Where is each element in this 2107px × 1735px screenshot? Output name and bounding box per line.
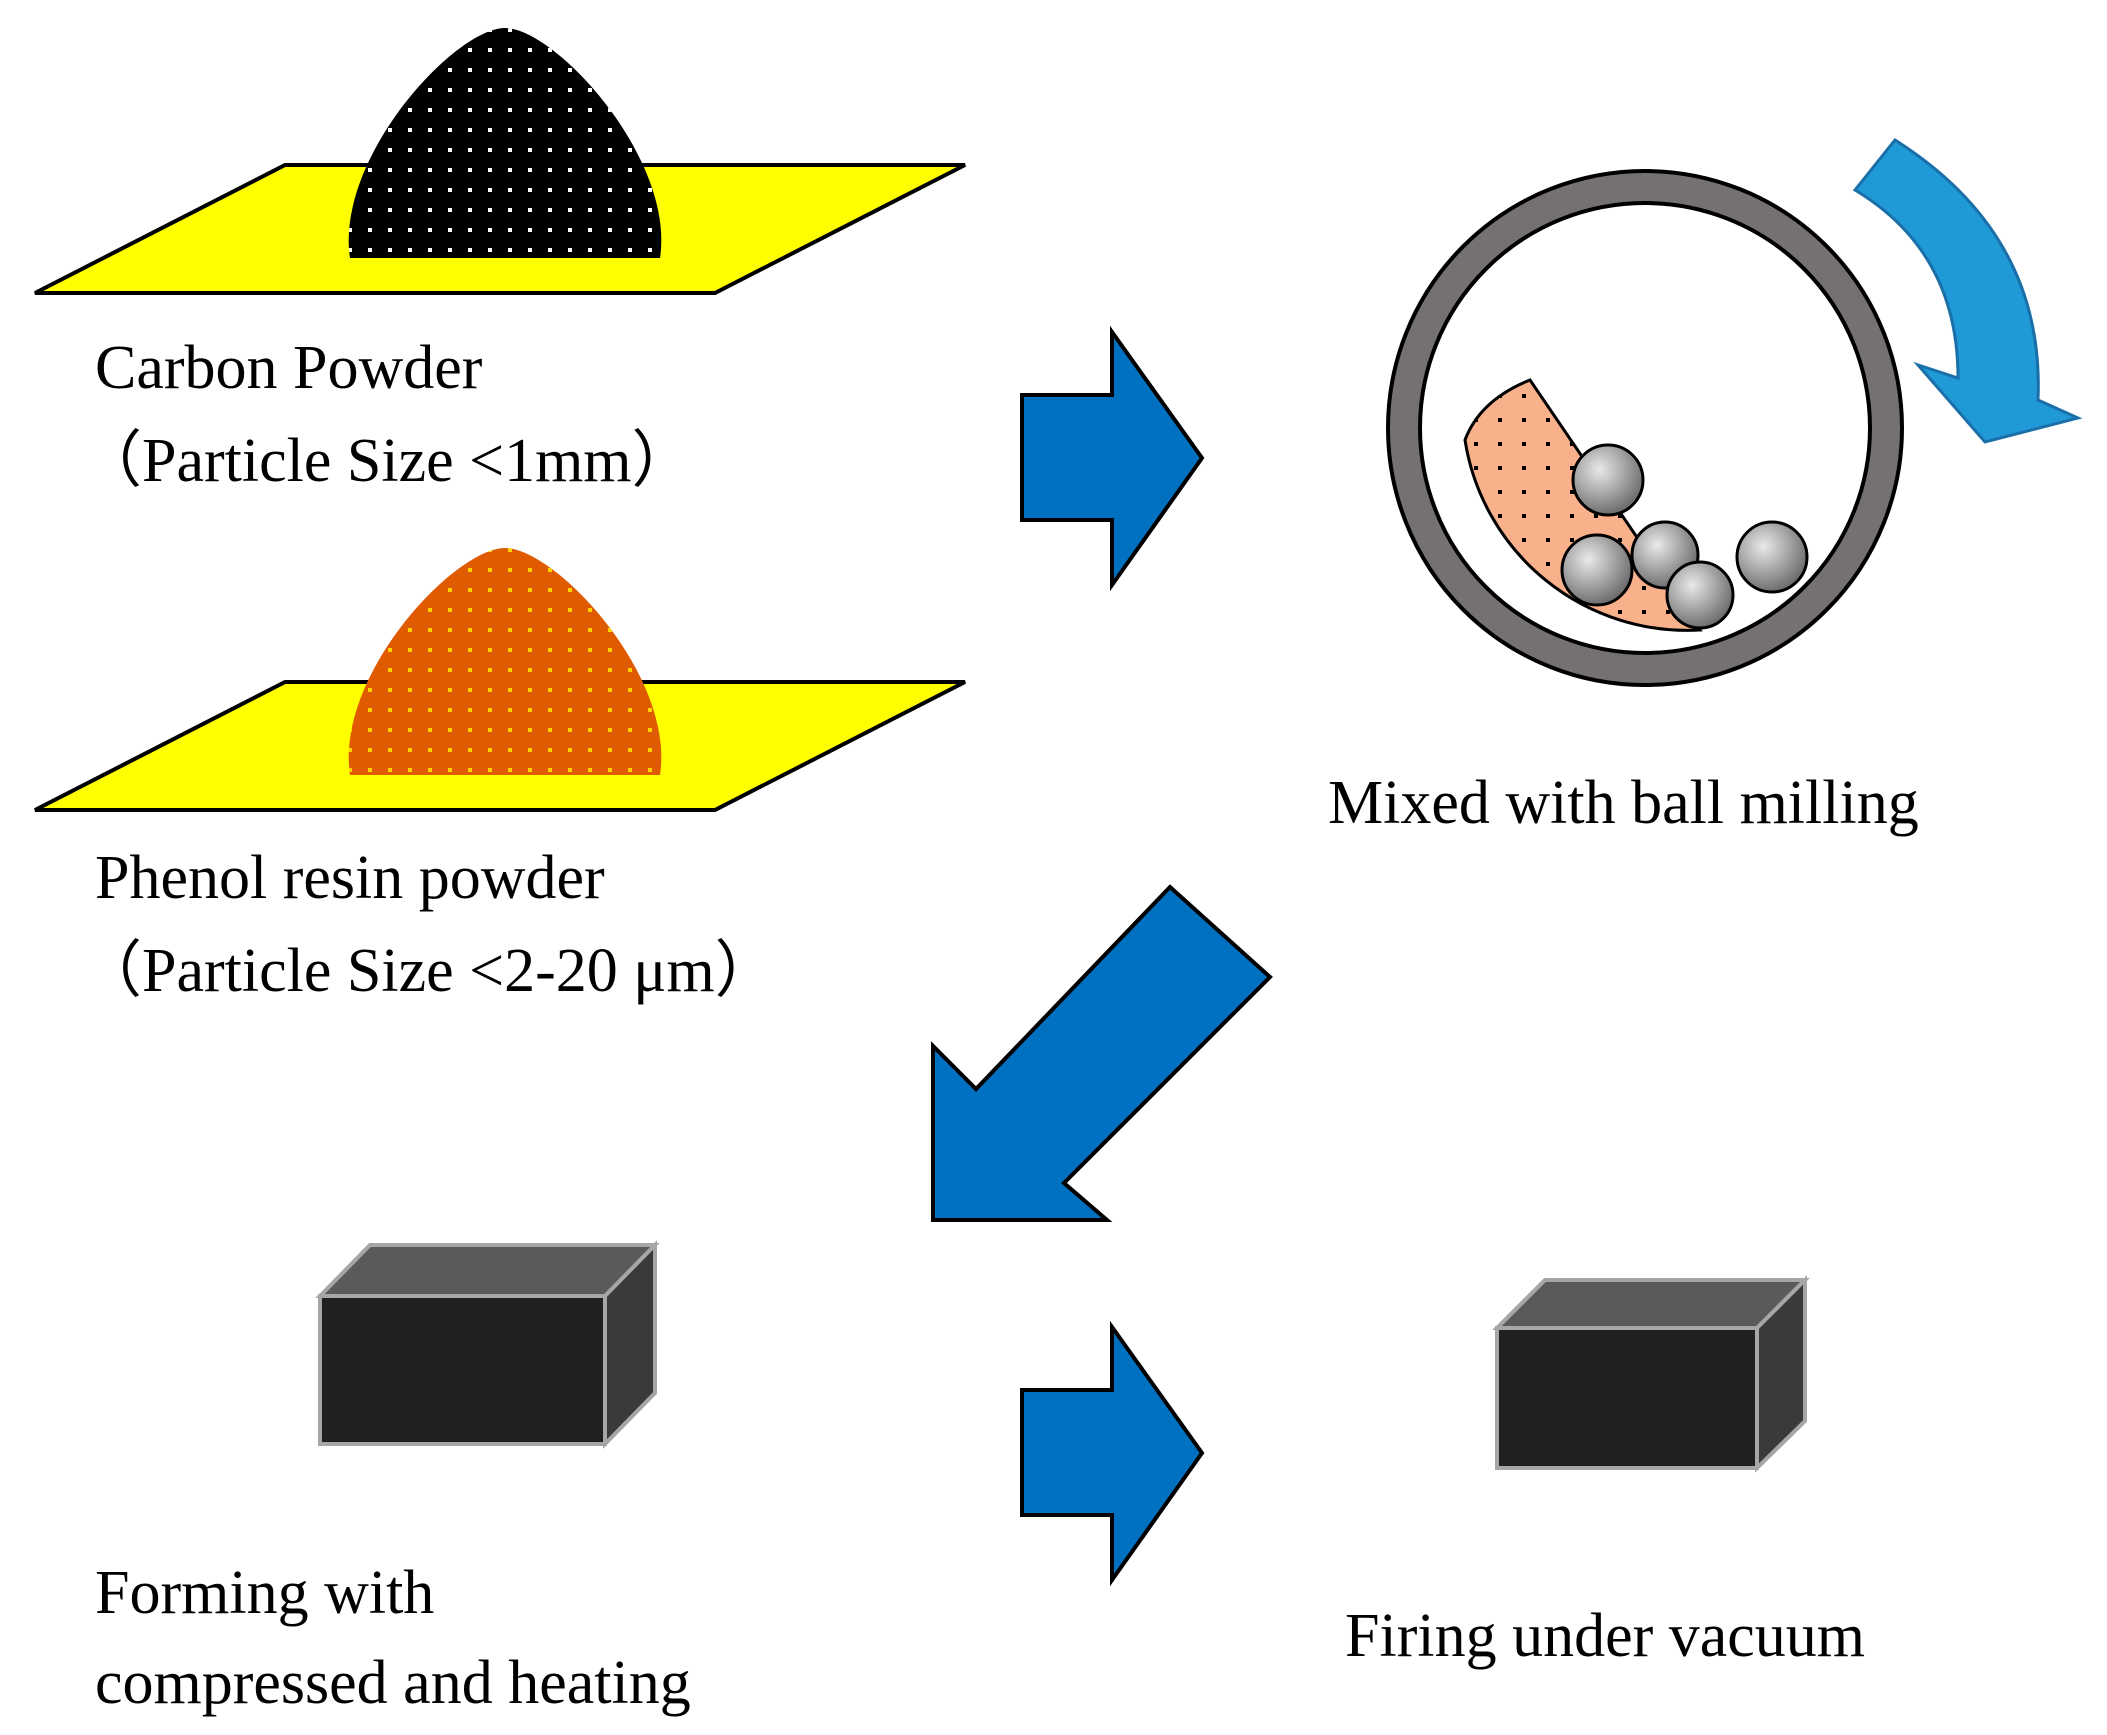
mixing-title: Mixed with ball milling (1328, 769, 1919, 837)
milling-ball (1735, 520, 1809, 594)
firing-title: Firing under vacuum (1345, 1602, 1866, 1670)
formed-block-front (318, 1294, 607, 1446)
arrow-to-firing (1020, 1320, 1205, 1587)
arrow-to-forming (931, 884, 1273, 1222)
formed-block-top (315, 1243, 660, 1298)
carbon-detail: （Particle Size <1mm） (80, 427, 694, 495)
rotation-arrow (1852, 138, 2083, 444)
fired-block (1492, 1275, 1810, 1473)
resin-title: Phenol resin powder (95, 844, 605, 912)
milling-ball (1560, 533, 1634, 607)
milling-balls (1560, 443, 1809, 630)
forming-line1: Forming with (95, 1559, 435, 1627)
fired-block-top (1492, 1278, 1810, 1330)
fired-block-front (1495, 1326, 1759, 1470)
milling-ball (1571, 443, 1645, 517)
arrow-to-mixing (1020, 325, 1205, 592)
resin-powder-illustration (34, 548, 966, 812)
resin-detail: （Particle Size <2-20 μm） (80, 937, 777, 1005)
carbon-pile-dots (348, 28, 662, 258)
resin-pile-dots (348, 548, 662, 775)
carbon-title: Carbon Powder (95, 334, 483, 402)
formed-block (315, 1240, 660, 1449)
carbon-powder-illustration (34, 28, 966, 295)
milling-ball (1665, 560, 1735, 630)
forming-line2: compressed and heating (95, 1649, 691, 1717)
ball-mill-illustration (1386, 138, 2083, 687)
